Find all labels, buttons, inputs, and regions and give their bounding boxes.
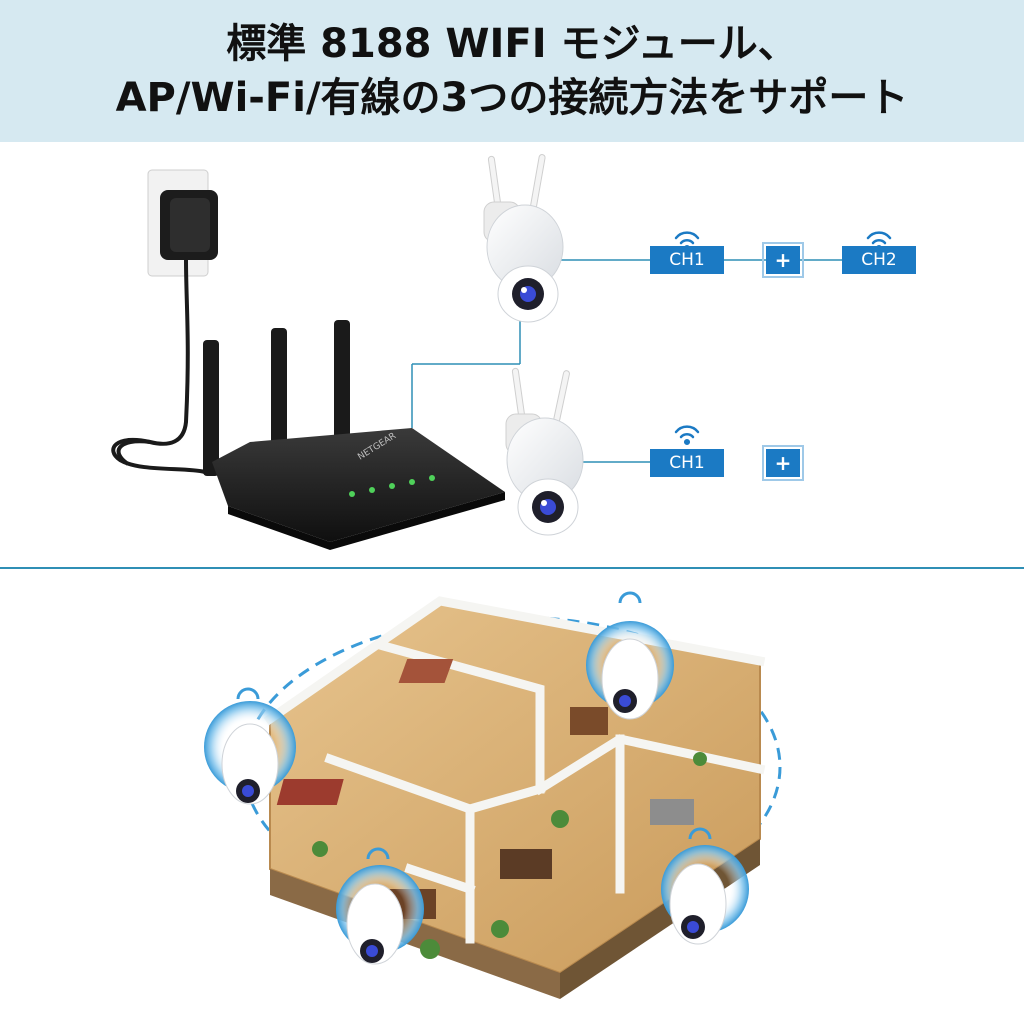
wifi-icon	[674, 425, 700, 446]
ch1-badge-top: CH1	[650, 246, 724, 274]
header-title-line-1: 標準 8188 WIFI モジュール、	[226, 21, 798, 67]
connection-lines	[411, 259, 842, 463]
ch1-badge-bottom: CH1	[650, 449, 724, 477]
camera-icon	[204, 687, 296, 805]
ch2-badge-top: CH2	[842, 246, 916, 274]
camera-icon	[661, 827, 749, 945]
power-adapter-icon	[111, 169, 218, 474]
section-divider	[0, 567, 1024, 569]
header-title-line-2: AP/Wi-Fi/有線の3つの接続方法をサポート	[115, 75, 909, 121]
plus-icon: +	[762, 445, 804, 481]
header-banner: 標準 8188 WIFI モジュール、 AP/Wi-Fi/有線の3つの接続方法を…	[0, 0, 1024, 142]
house-graphics	[204, 591, 782, 999]
camera-icon	[505, 367, 584, 536]
camera-icon	[336, 847, 424, 965]
connection-diagram: NETGEAR	[0, 142, 1024, 567]
camera-icon	[483, 154, 564, 323]
router-icon: NETGEAR	[203, 320, 505, 550]
plus-icon: +	[762, 242, 804, 278]
house-coverage-illustration	[0, 569, 1024, 1024]
camera-icon	[586, 591, 674, 720]
diagram-graphics: NETGEAR	[111, 154, 892, 550]
